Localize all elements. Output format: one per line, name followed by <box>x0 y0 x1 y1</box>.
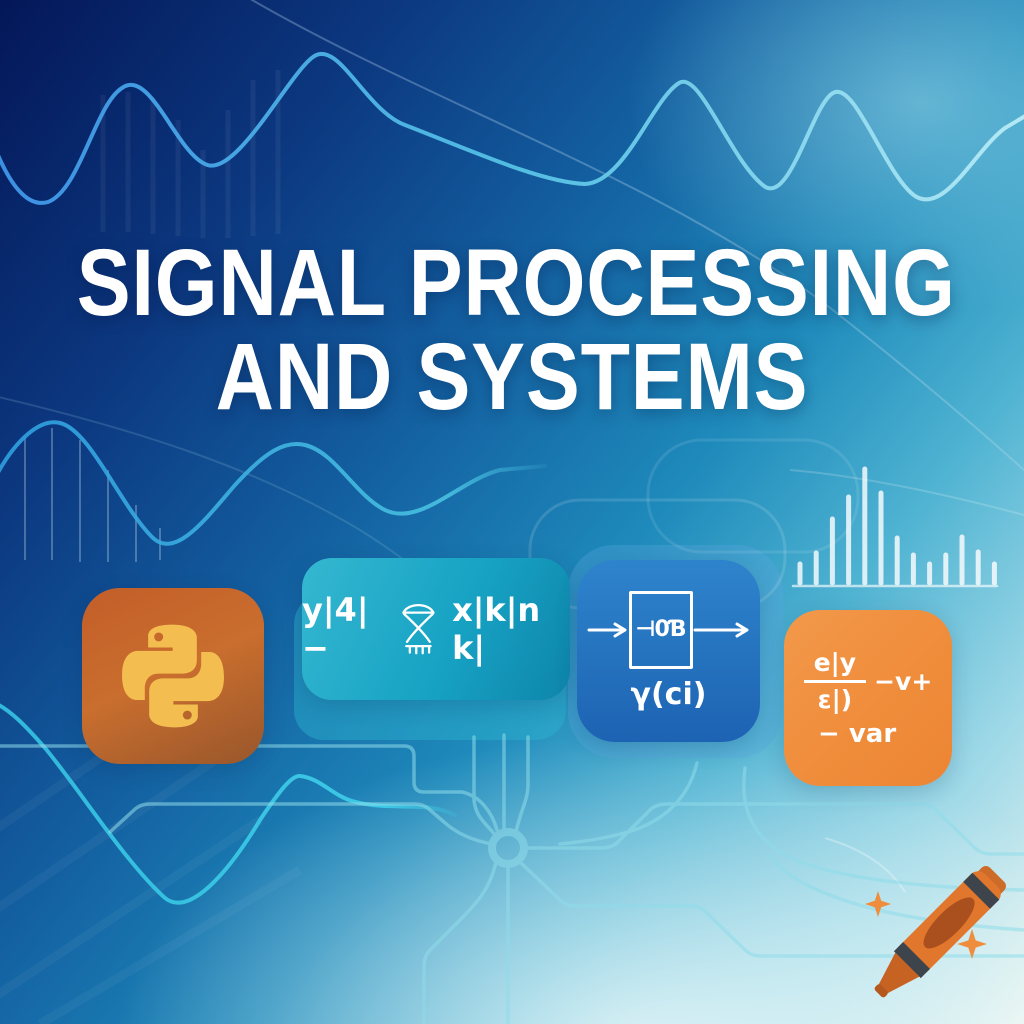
sine-wave-bottom-left <box>0 703 457 905</box>
equation-suffix: −v+ <box>874 666 933 696</box>
title-line-2: AND SYSTEMS <box>215 324 809 430</box>
summation-icon <box>402 603 435 655</box>
equation-footer: − var <box>818 718 897 749</box>
circuit-node <box>488 828 528 868</box>
python-card <box>82 588 264 764</box>
sample-lines <box>24 428 161 562</box>
system-output-label: γ(ci) <box>630 676 707 712</box>
equation-numerator: e|y <box>803 648 867 683</box>
block-diagram: ⊣0Ɓ <box>587 590 751 669</box>
system-box: ⊣0Ɓ <box>628 590 693 669</box>
circuit-traces <box>0 733 1024 1024</box>
convolution-formula-card: y|4|− x|k|n k| <box>302 558 570 700</box>
crayon-icon <box>865 866 1006 998</box>
output-arrow-icon <box>693 622 748 637</box>
equation-denominator: ε|) <box>817 684 853 714</box>
sine-wave-top <box>0 52 1024 205</box>
sine-wave-mid-left <box>0 420 547 546</box>
sparkle-icon <box>957 929 987 959</box>
formula-prefix: y|4|− <box>302 591 369 667</box>
stem-plot <box>791 466 999 588</box>
title-line-1: SIGNAL PROCESSING <box>76 230 956 336</box>
system-box-label: ⊣0Ɓ <box>635 617 686 642</box>
equation-card: e|y ε|) −v+ − var <box>784 610 952 786</box>
formula-suffix: x|k|n k| <box>452 591 541 667</box>
sparkle-icon <box>865 891 891 917</box>
crayon-body <box>874 866 1006 998</box>
equation-fraction: e|y ε|) −v+ <box>803 648 933 715</box>
python-icon <box>122 624 224 728</box>
system-block-card: ⊣0Ɓ γ(ci) <box>577 560 760 742</box>
input-arrow-icon <box>587 622 626 637</box>
page-title: SIGNAL PROCESSING AND SYSTEMS <box>76 230 956 430</box>
